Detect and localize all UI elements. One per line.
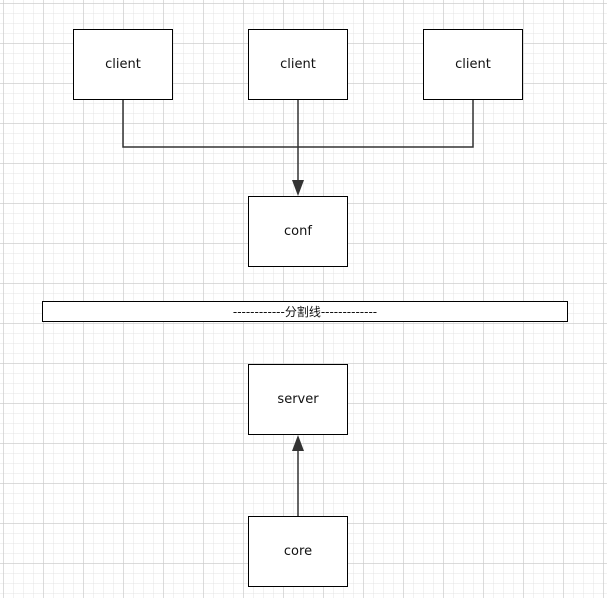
server-node[interactable]: server	[248, 364, 348, 435]
conf-node[interactable]: conf	[248, 196, 348, 267]
client-node-center[interactable]: client	[248, 29, 348, 100]
client-node-left[interactable]: client	[73, 29, 173, 100]
arrowhead-into-server	[292, 435, 304, 451]
core-node[interactable]: core	[248, 516, 348, 587]
conf-node-label: conf	[284, 224, 312, 239]
divider-label: ------------分割线-------------	[232, 305, 378, 319]
divider-bar[interactable]: ------------分割线-------------	[42, 301, 568, 322]
client-node-right-label: client	[455, 57, 491, 72]
server-node-label: server	[277, 392, 319, 407]
arrowhead-into-conf	[292, 180, 304, 196]
connector-client-3-to-bus	[298, 100, 474, 148]
connector-client-1-to-bus	[122, 100, 298, 148]
client-node-right[interactable]: client	[423, 29, 523, 100]
client-node-left-label: client	[105, 57, 141, 72]
core-node-label: core	[283, 544, 313, 559]
client-node-center-label: client	[280, 57, 316, 72]
